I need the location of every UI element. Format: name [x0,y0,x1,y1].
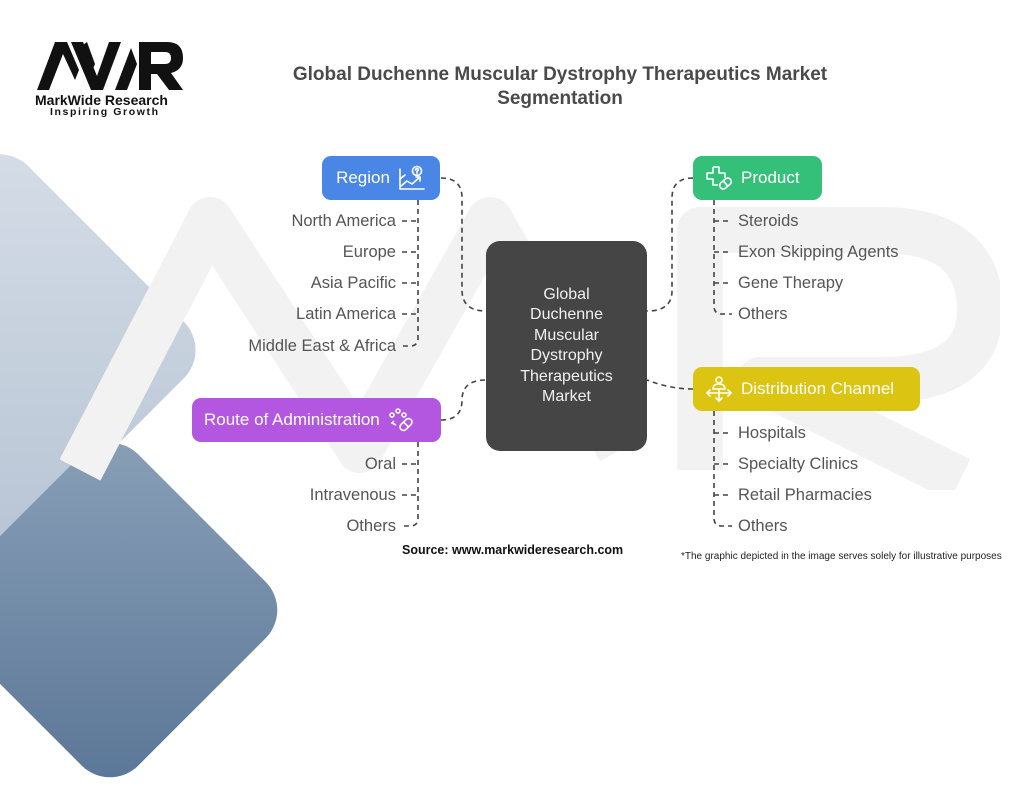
segment-product: Product [693,156,822,200]
segment-distribution-label: Distribution Channel [741,379,895,398]
source-text: Source: www.markwideresearch.com [402,543,624,557]
center-line: Duchenne [530,306,603,323]
segment-distribution-channel: Distribution Channel [693,367,920,411]
segment-route-of-administration: Route of Administration [192,398,441,442]
segment-region: Region [322,156,440,200]
distribution-item: Others [738,517,788,535]
distribution-item: Hospitals [738,424,806,442]
region-item: Asia Pacific [310,274,396,292]
medical-cross-pill-icon [706,166,733,190]
disclaimer-note: *The graphic depicted in the image serve… [681,551,1002,562]
segment-region-label: Region [336,168,390,187]
pills-icon [388,408,413,432]
brand-name: MarkWide Research [35,92,168,108]
center-node: Global Duchenne Muscular Dystrophy Thera… [486,241,647,451]
distribution-item: Specialty Clinics [738,455,859,473]
route-item: Others [346,517,396,535]
center-line: Global [543,285,590,303]
product-item: Steroids [738,212,799,230]
center-line: Dystrophy [530,347,603,364]
route-item: Intravenous [309,486,396,504]
title-line-1: Global Duchenne Muscular Dystrophy Thera… [292,64,828,85]
region-item: Latin America [296,305,396,323]
person-arrows-icon [706,376,732,402]
segment-product-label: Product [741,168,800,187]
center-line: Market [542,388,591,405]
chart-question-icon [399,165,425,190]
center-line: Muscular [534,326,599,344]
region-item: North America [291,212,396,230]
brand-logo: MarkWide Research Inspiring Growth [35,40,195,118]
route-item: Oral [364,455,396,473]
product-item: Others [738,305,788,323]
segment-route-label: Route of Administration [204,410,380,429]
center-line: Therapeutics [520,367,613,385]
page-title: Global Duchenne Muscular Dystrophy Thera… [230,63,890,111]
region-item: Europe [342,243,396,261]
center-node-label: Global Duchenne Muscular Dystrophy Thera… [520,285,613,408]
region-item: Middle East & Africa [248,337,396,355]
title-line-2: Segmentation [497,88,623,109]
product-item: Gene Therapy [738,274,844,292]
product-item: Exon Skipping Agents [738,243,899,261]
distribution-item: Retail Pharmacies [738,486,872,504]
brand-tagline: Inspiring Growth [50,106,160,118]
mwr-logo-mark [37,42,183,90]
